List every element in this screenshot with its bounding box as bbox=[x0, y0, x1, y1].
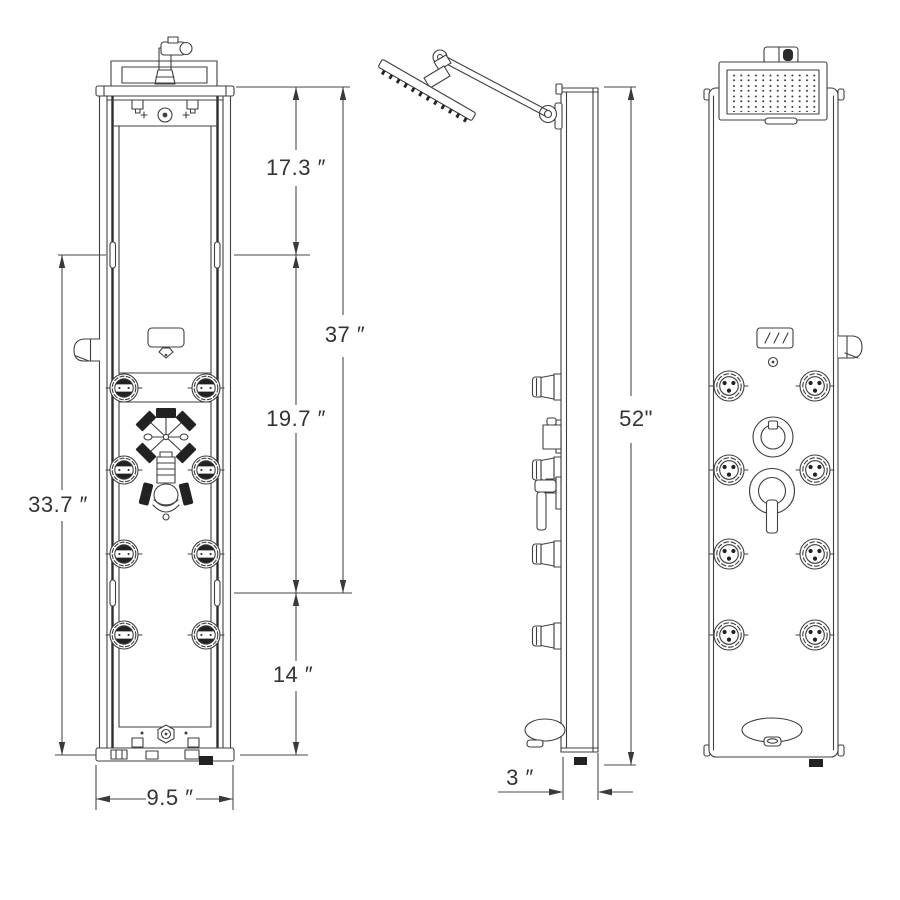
bottom-cap bbox=[95, 747, 235, 765]
mount-slots bbox=[109, 241, 221, 607]
display-screen-front bbox=[756, 327, 794, 368]
tub-spout-side bbox=[524, 718, 566, 748]
mixer-handle-side bbox=[534, 476, 562, 531]
top-hanger-fittings bbox=[131, 99, 199, 123]
dim-label-37: 37 ″ bbox=[325, 322, 365, 347]
dim-label-14: 14 ″ bbox=[273, 662, 313, 687]
dim-label-33-7: 33.7 ″ bbox=[28, 492, 88, 517]
diverter-knob-front bbox=[752, 416, 794, 458]
display-screen-back bbox=[147, 327, 185, 359]
dim-9-5: 9.5 ″ bbox=[95, 765, 234, 810]
dim-label-19-7: 19.7 ″ bbox=[266, 406, 326, 431]
panel-frame bbox=[98, 95, 232, 749]
dim-3: 3 ″ bbox=[498, 753, 633, 800]
rain-shower-head-front-icon bbox=[718, 46, 828, 125]
dim-19-7: 19.7 ″ bbox=[266, 255, 326, 593]
panel-foot-side bbox=[574, 757, 587, 765]
dim-label-17-3: 17.3 ″ bbox=[266, 155, 326, 180]
front-view bbox=[703, 46, 863, 767]
side-view: 52" 3 ″ bbox=[378, 49, 653, 800]
dim-52: 52" bbox=[604, 86, 653, 766]
top-cap bbox=[95, 85, 235, 97]
water-supply-elbow-icon bbox=[154, 36, 193, 85]
diverter-valve-back bbox=[135, 408, 197, 484]
rain-shower-head-side-icon bbox=[378, 59, 476, 123]
dim-14: 14 ″ bbox=[273, 593, 313, 755]
back-view: 17.3 ″ 37 ″ 19.7 ″ 14 ″ bbox=[28, 36, 365, 810]
mixer-valve-back bbox=[138, 482, 194, 521]
dim-17-3: 17.3 ″ bbox=[266, 87, 326, 255]
dim-label-9-5: 9.5 ″ bbox=[147, 785, 194, 810]
bottom-fittings bbox=[131, 724, 200, 751]
shower-arm-icon bbox=[423, 49, 563, 130]
tub-spout-front bbox=[741, 717, 803, 747]
dim-label-52: 52" bbox=[619, 406, 653, 431]
hand-shower-bracket-front-icon bbox=[838, 335, 863, 359]
diverter-knob-side bbox=[542, 417, 562, 454]
dim-37: 37 ″ bbox=[325, 87, 365, 593]
panel-foot-front bbox=[809, 759, 823, 767]
hand-shower-bracket-icon bbox=[73, 338, 100, 362]
dim-label-3: 3 ″ bbox=[506, 765, 534, 790]
mixer-handle-front bbox=[748, 467, 796, 534]
panel-slab-side bbox=[555, 83, 599, 753]
dimension-annotations-side: 52" 3 ″ bbox=[498, 86, 653, 800]
dimension-annotations-back: 17.3 ″ 37 ″ 19.7 ″ 14 ″ bbox=[28, 86, 365, 810]
dim-33-7: 33.7 ″ bbox=[28, 255, 88, 755]
